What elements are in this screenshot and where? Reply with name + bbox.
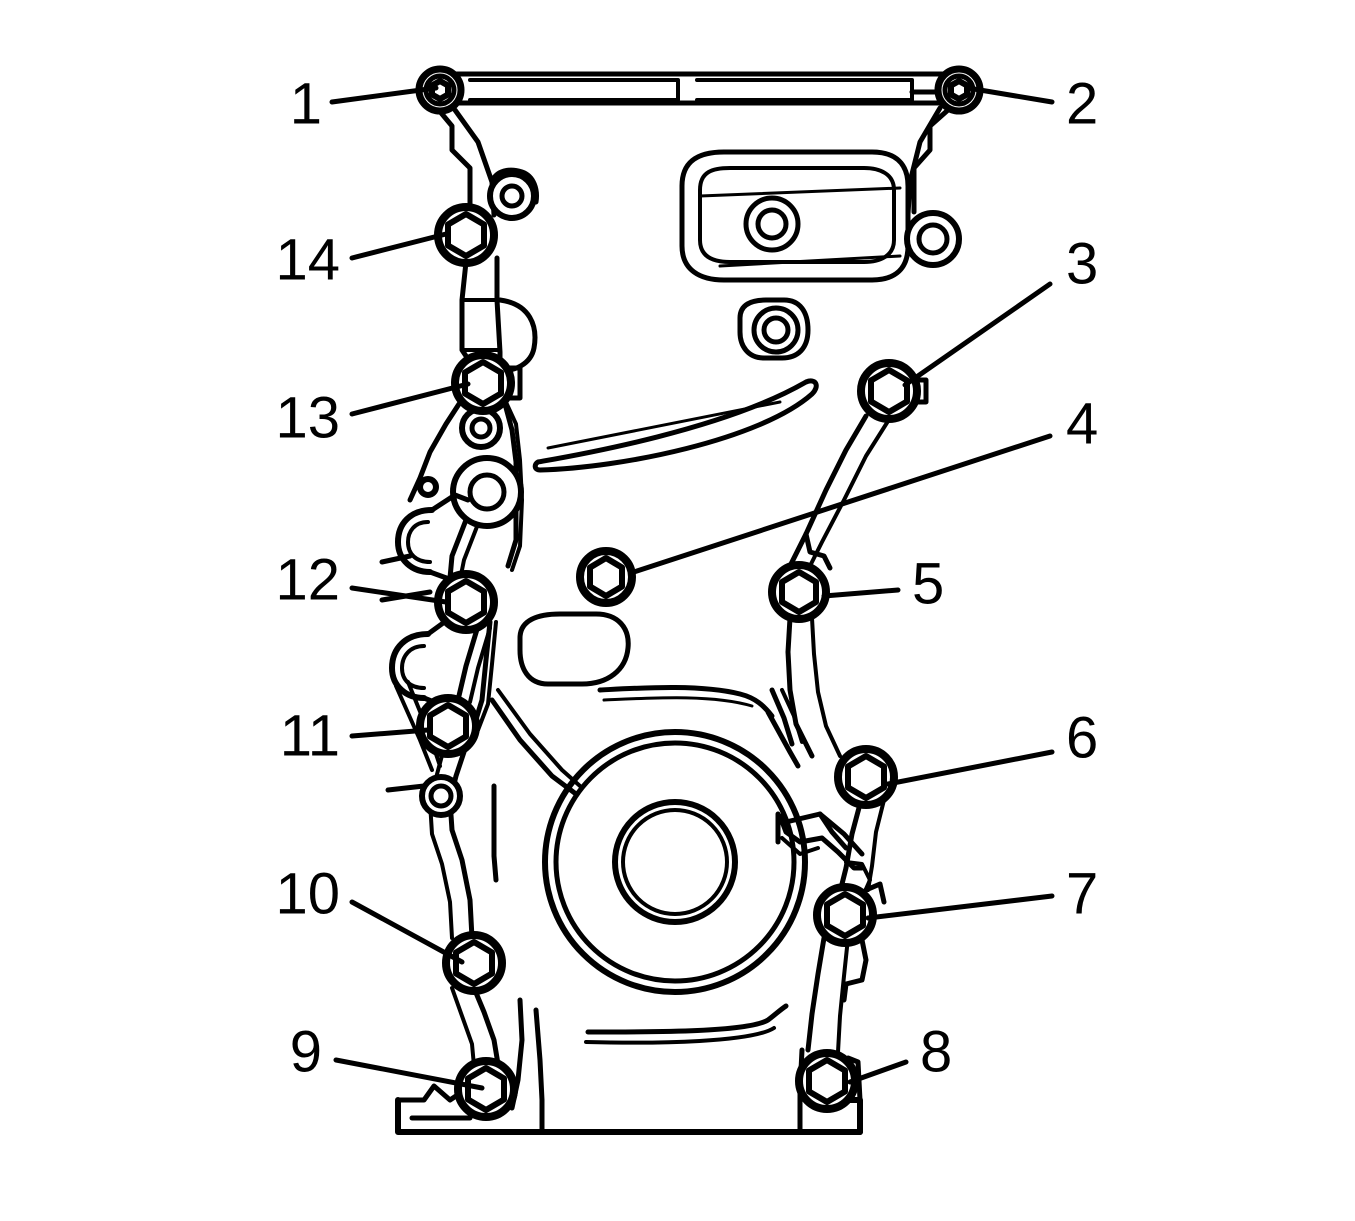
leader-line-7 xyxy=(865,893,1055,921)
bolt-top-left[interactable] xyxy=(415,65,465,115)
callout-label-6: 6 xyxy=(1066,705,1098,770)
leader-line-4 xyxy=(631,433,1053,575)
bolt-left-mid[interactable] xyxy=(434,570,498,634)
bolt-lower-left[interactable] xyxy=(442,931,506,995)
callout-layer: 1 2 3 4 5 6 7 8 9 10 11 12 13 14 xyxy=(275,71,1098,1091)
bolt-group xyxy=(415,65,984,1121)
leader-line-10 xyxy=(349,899,465,965)
callout-label-11: 11 xyxy=(280,703,340,768)
callout-label-13: 13 xyxy=(275,385,340,450)
bolt-bottom-left[interactable] xyxy=(454,1057,518,1121)
bolt-right-lower[interactable] xyxy=(834,745,898,809)
leader-line-11 xyxy=(349,727,431,739)
callout-label-7: 7 xyxy=(1066,861,1098,926)
leader-line-6 xyxy=(885,749,1055,787)
callout-label-12: 12 xyxy=(275,547,340,612)
bolt-right-upper[interactable] xyxy=(857,359,921,423)
leader-line-3 xyxy=(902,281,1053,388)
callout-label-3: 3 xyxy=(1066,231,1098,296)
leader-line-8 xyxy=(847,1059,909,1085)
callout-label-9: 9 xyxy=(290,1019,322,1084)
leader-line-9 xyxy=(333,1057,485,1091)
bolt-left-lower[interactable] xyxy=(416,694,480,758)
leader-line-1 xyxy=(329,85,439,105)
callout-label-5: 5 xyxy=(912,551,944,616)
leader-line-13 xyxy=(349,381,471,417)
bolt-right-mid[interactable] xyxy=(768,561,830,623)
callout-label-2: 2 xyxy=(1066,71,1098,136)
callout-label-4: 4 xyxy=(1066,391,1098,456)
bolt-bottom-right[interactable] xyxy=(795,1049,859,1113)
callout-label-10: 10 xyxy=(275,861,340,926)
cover-internal-details xyxy=(379,149,962,1045)
callout-label-8: 8 xyxy=(920,1019,952,1084)
leader-line-14 xyxy=(349,231,449,261)
bolt-left-upper[interactable] xyxy=(451,351,515,415)
cover-body-outline xyxy=(395,71,965,1135)
callout-label-1: 1 xyxy=(290,71,322,136)
bolt-center-free[interactable] xyxy=(576,547,636,607)
bolt-lower-right[interactable] xyxy=(813,883,877,947)
callout-label-14: 14 xyxy=(275,227,340,292)
leader-line-12 xyxy=(349,585,449,605)
leader-line-5 xyxy=(821,587,901,599)
leader-line-2 xyxy=(965,85,1055,105)
